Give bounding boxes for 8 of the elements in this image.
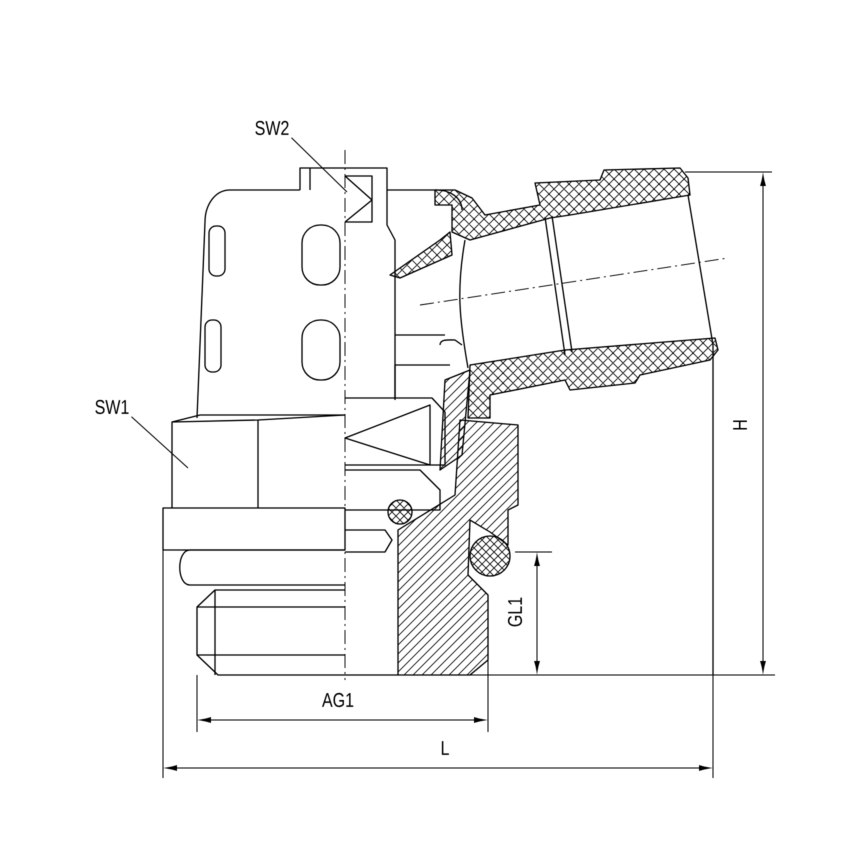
dimension-label: L (442, 741, 449, 755)
part-label: SW1 (95, 400, 129, 414)
dimension-label: GL1 (508, 598, 522, 626)
leader-line (130, 416, 188, 468)
dimension-label: AG1 (322, 692, 354, 708)
leader-line (290, 137, 348, 192)
part-label: SW2 (255, 120, 289, 136)
dimension-label: H (733, 420, 747, 430)
